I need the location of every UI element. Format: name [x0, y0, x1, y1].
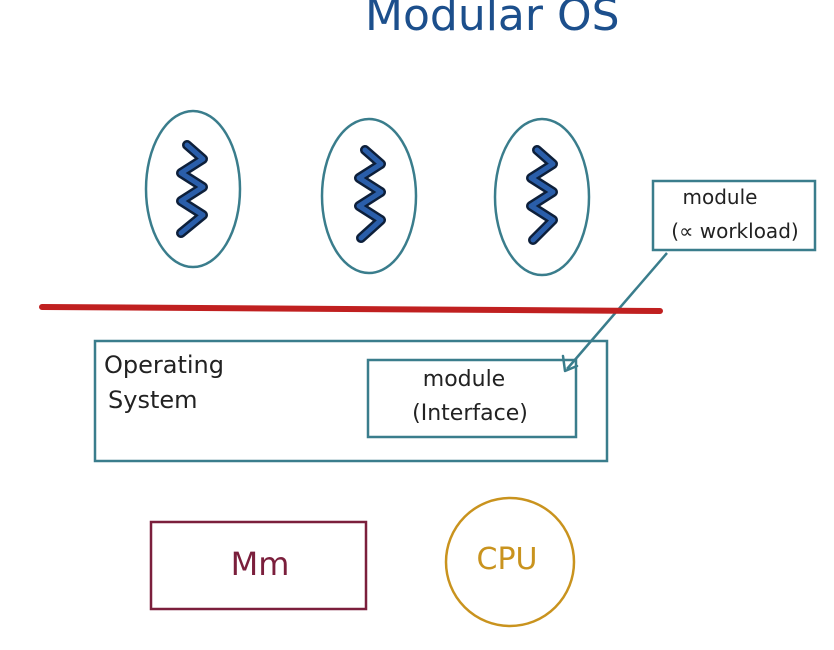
process-ellipse — [493, 117, 591, 277]
module-workload-rect — [651, 179, 817, 252]
operating-system-label-line1: Operating — [104, 351, 224, 379]
module-interface-label-line1: module — [423, 367, 505, 392]
memory-box: Mm — [149, 520, 368, 611]
process-2 — [320, 117, 418, 275]
process-1 — [144, 109, 242, 269]
process-ellipse — [144, 109, 242, 269]
diagram-title: Modular OS — [365, 0, 620, 41]
module-workload-label-line1: module — [683, 185, 758, 209]
module-interface-label-line2: (Interface) — [412, 401, 528, 426]
operating-system-label-line2: System — [108, 386, 198, 414]
cpu-circle: CPU — [444, 496, 576, 628]
memory-rect — [149, 520, 368, 611]
operating-system-box: Operating System module (Interface) — [93, 339, 609, 463]
module-workload-box: module (∝ workload) — [651, 179, 817, 252]
module-interface-box: module (Interface) — [366, 358, 578, 439]
user-kernel-divider — [39, 304, 663, 314]
thread-icon — [528, 147, 556, 243]
module-interface-rect — [366, 358, 578, 439]
cpu-label: CPU — [477, 542, 538, 577]
thread-icon — [178, 142, 206, 236]
thread-icon — [356, 147, 384, 241]
operating-system-rect — [93, 339, 609, 463]
module-workload-label-line2: (∝ workload) — [671, 219, 798, 243]
process-3 — [493, 117, 591, 277]
cpu-outline — [444, 496, 576, 628]
process-ellipse — [320, 117, 418, 275]
memory-label: Mm — [231, 545, 290, 583]
